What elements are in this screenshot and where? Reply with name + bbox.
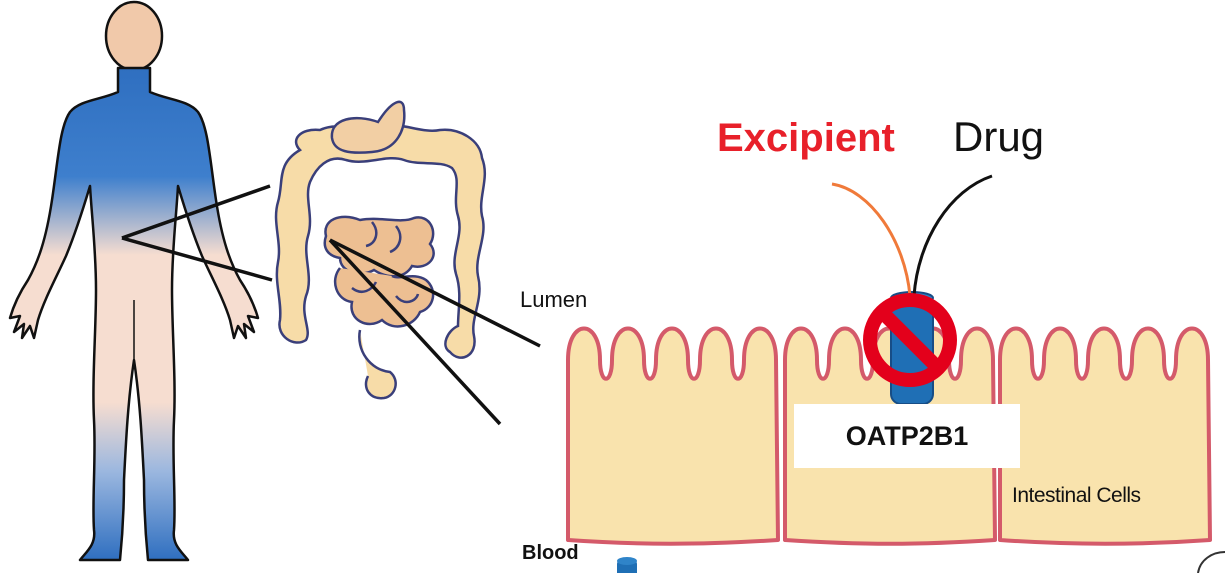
blood-label: Blood <box>522 543 579 563</box>
transporter-label-box: OATP2B1 <box>794 404 1020 468</box>
transporter-label: OATP2B1 <box>846 421 969 452</box>
cell-3 <box>1000 329 1210 544</box>
excipient-label: Excipient <box>717 118 895 158</box>
excipient-line <box>832 184 910 296</box>
human-body <box>10 2 258 560</box>
intestinal-cells-label: Intestinal Cells <box>1012 485 1141 506</box>
drug-line <box>914 176 992 296</box>
lumen-label: Lumen <box>520 289 587 311</box>
head <box>106 2 162 70</box>
corner-circle <box>1198 552 1225 573</box>
intestines <box>276 102 485 398</box>
cell-1 <box>568 329 778 544</box>
blood-transporter <box>617 557 637 573</box>
drug-label: Drug <box>953 116 1044 158</box>
